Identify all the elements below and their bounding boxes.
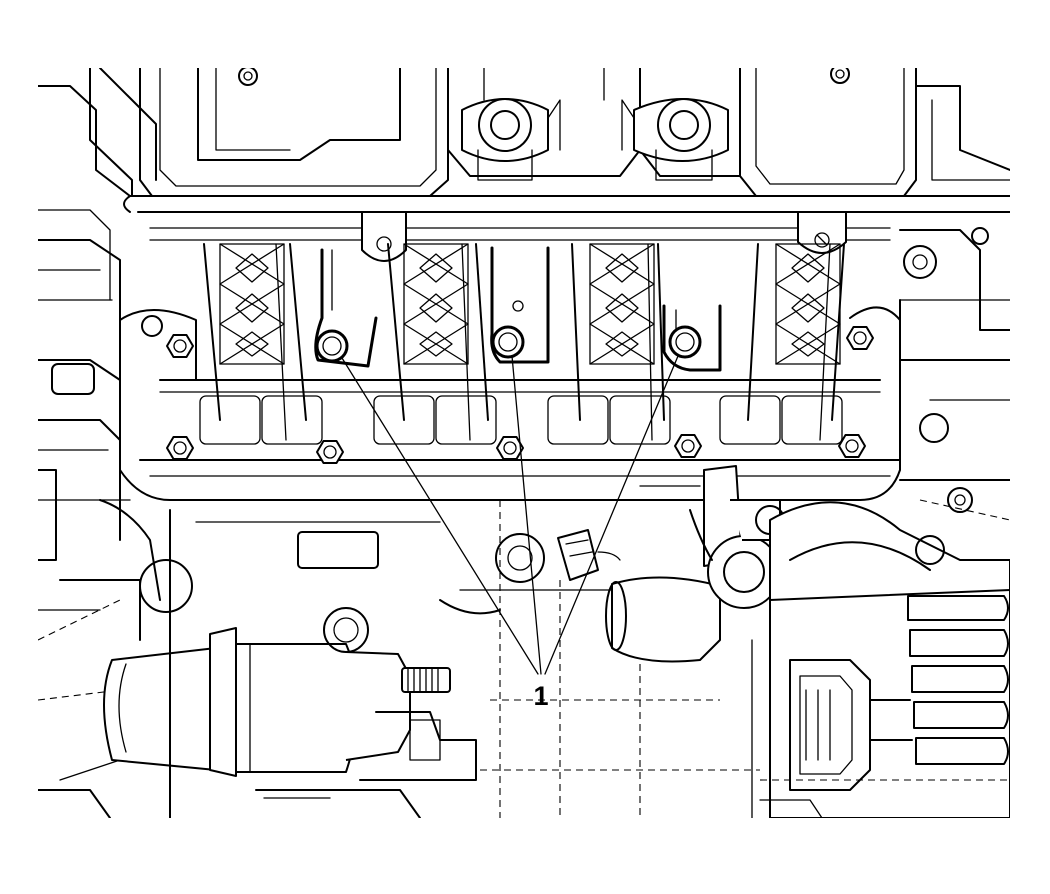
cylinder-head-flange xyxy=(119,299,901,501)
callout-label-1: 1 xyxy=(533,681,549,711)
right-engine-side xyxy=(899,85,1010,521)
bolt-icon xyxy=(846,326,874,350)
leader-line xyxy=(511,355,542,675)
callout-leaders xyxy=(341,355,679,675)
bolt-icon xyxy=(668,325,702,359)
starter-motor xyxy=(103,607,477,818)
bolt-icon xyxy=(166,334,194,358)
bolt-icon xyxy=(166,436,194,460)
cross-rail xyxy=(123,195,1010,241)
bolt-icon xyxy=(838,434,866,458)
leader-line xyxy=(544,355,679,675)
bolt-icon xyxy=(315,329,349,363)
sensor-connector xyxy=(297,529,621,583)
bolt-icon xyxy=(316,440,344,464)
thermostat-housing xyxy=(605,465,785,663)
head-bolts xyxy=(141,315,874,464)
left-engine-side xyxy=(38,68,251,818)
alternator xyxy=(751,487,1010,818)
leader-line xyxy=(341,357,539,675)
injector-bosses xyxy=(461,98,729,181)
bolt-icon xyxy=(674,434,702,458)
rail-tabs xyxy=(361,211,847,262)
bolt-icon xyxy=(491,325,525,359)
intake-manifold-bolts xyxy=(315,325,702,363)
